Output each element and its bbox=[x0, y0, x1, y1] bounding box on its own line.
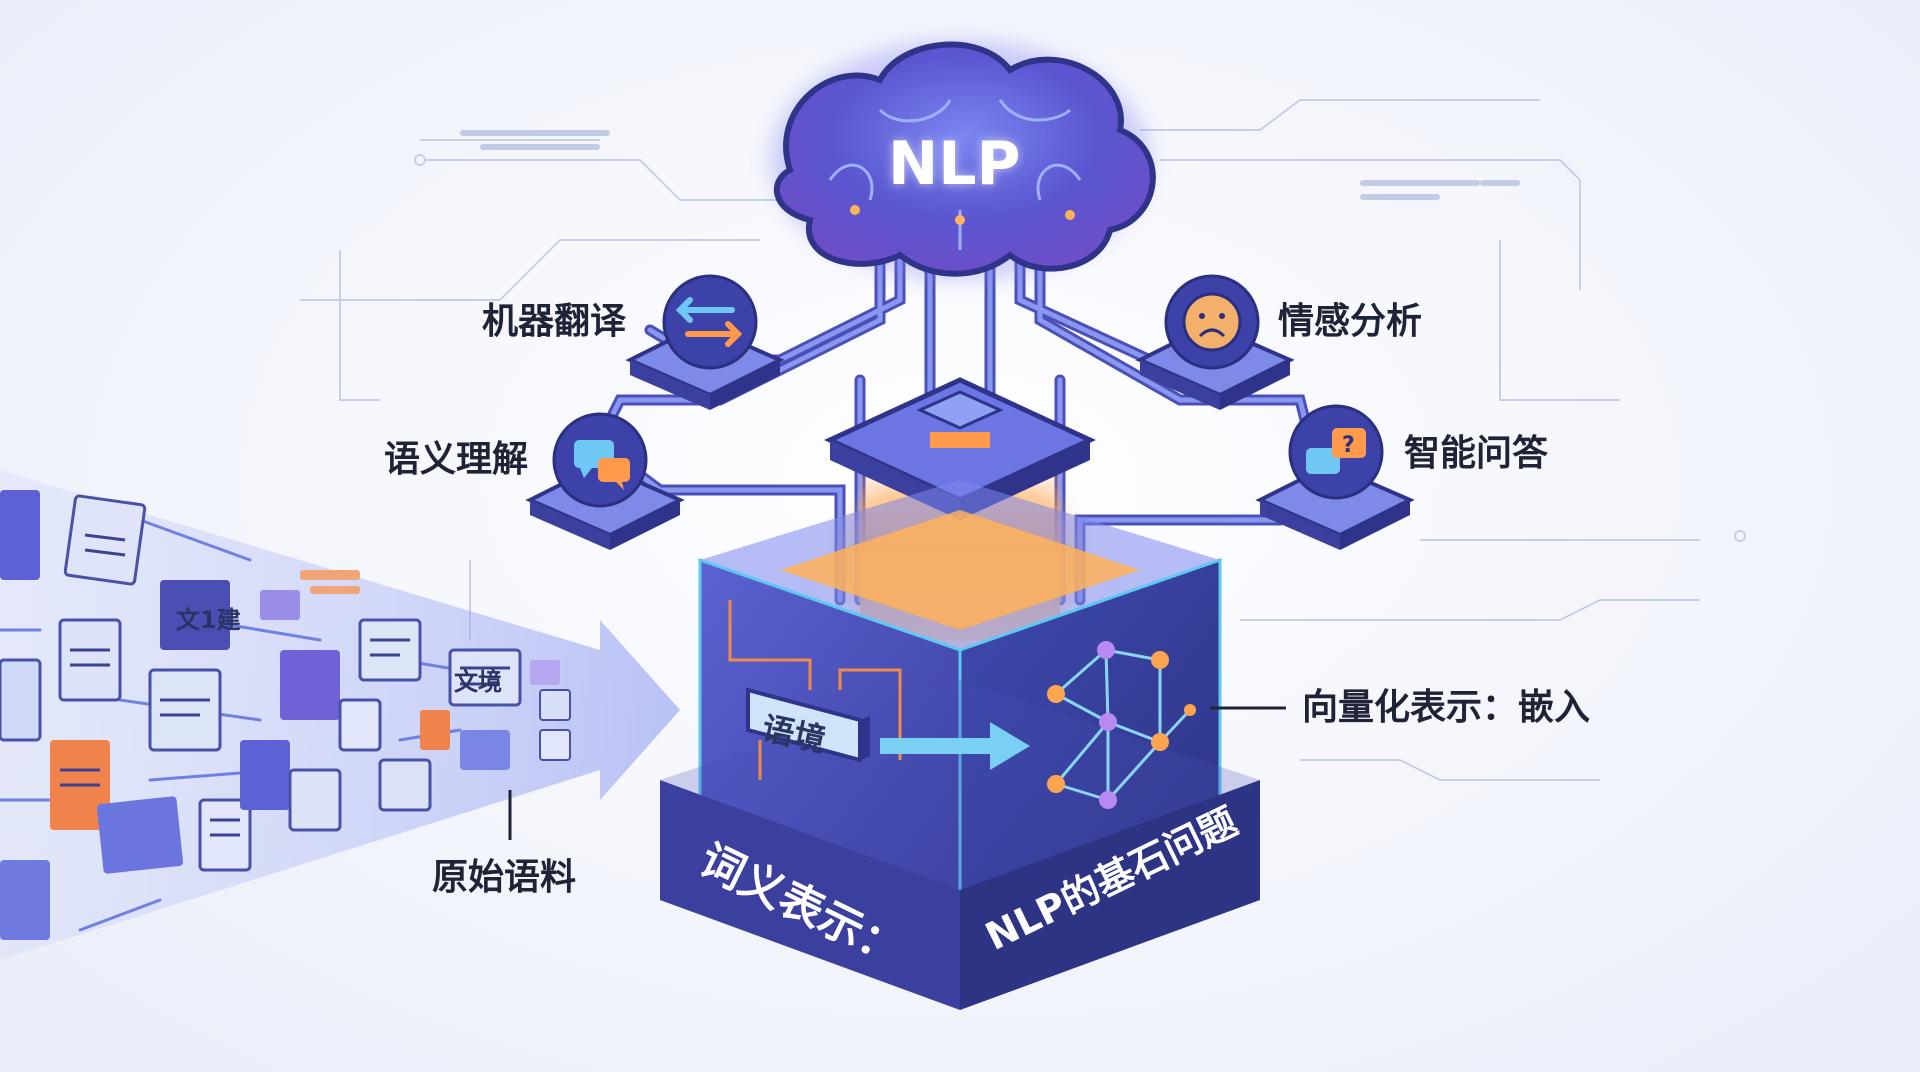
question-bubble-icon: ? bbox=[1288, 404, 1384, 500]
embedding-network bbox=[1047, 641, 1196, 809]
label-sentiment-analysis: 情感分析 bbox=[1278, 301, 1423, 342]
label-question-answering: 智能问答 bbox=[1404, 433, 1549, 474]
background-dashes bbox=[460, 130, 1520, 200]
core-cube bbox=[660, 480, 1260, 1010]
brain bbox=[770, 40, 1156, 280]
nlp-brain-title: NLP bbox=[888, 129, 1021, 199]
label-raw-corpus: 原始语料 bbox=[432, 857, 577, 898]
document-cards bbox=[0, 490, 571, 940]
document-glyph-2: 文境 bbox=[454, 668, 502, 696]
swap-arrows-icon bbox=[662, 274, 758, 370]
label-machine-translation: 机器翻译 bbox=[482, 301, 627, 342]
document-glyph-1: 文1建 bbox=[176, 606, 241, 634]
chat-bubbles-icon bbox=[552, 412, 648, 508]
label-vector-embedding: 向量化表示：嵌入 bbox=[1302, 687, 1591, 728]
embedding-arrow bbox=[880, 722, 1030, 770]
sad-face-icon bbox=[1164, 274, 1260, 370]
platform-qa bbox=[1255, 462, 1415, 550]
label-semantic-understanding: 语义理解 bbox=[384, 439, 529, 480]
svg-text:?: ? bbox=[1342, 433, 1355, 458]
context-chip-shape bbox=[746, 687, 870, 763]
